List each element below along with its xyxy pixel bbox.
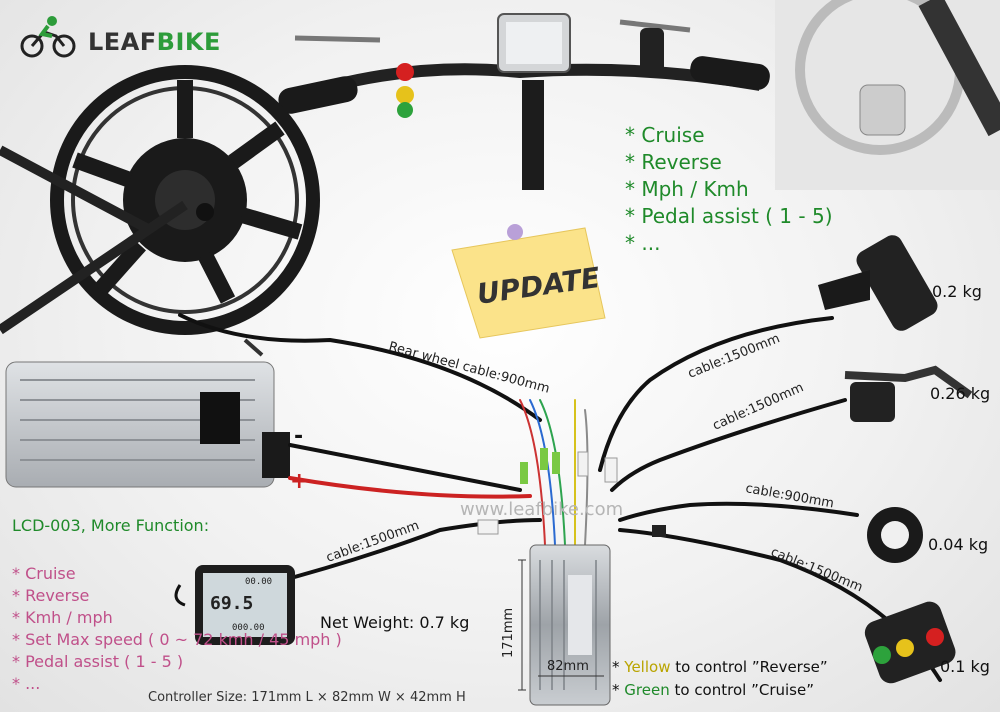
cable-label-rear-wheel: Rear wheel cable:900mm	[387, 339, 551, 396]
feature-item: * Reverse	[625, 150, 722, 174]
note-green-rest: to control ”Cruise”	[669, 681, 814, 699]
feature-item: * Mph / Kmh	[625, 177, 749, 201]
brake-weight: 0.26 kg	[930, 384, 991, 403]
controller-height-label: 171mm	[501, 608, 516, 658]
battery	[5, 338, 290, 488]
note-green-prefix: *	[612, 681, 625, 699]
note-green-word: Green	[624, 681, 670, 699]
note-yellow: * Yellow to control ”Reverse”	[612, 656, 828, 679]
controller-size: Controller Size: 171mm L × 82mm W × 42mm…	[148, 690, 466, 705]
cruise-reverse-switch-photo	[864, 601, 956, 684]
rear-wheel	[0, 65, 320, 335]
lcd-function-item: * Kmh / mph	[12, 608, 113, 627]
lcd-function-item: * Set Max speed ( 0 ~ 72 kmh / 45 mph )	[12, 630, 342, 649]
lcd-function-item: * Pedal assist ( 1 - 5 )	[12, 652, 184, 671]
switch-notes: * Yellow to control ”Reverse” * Green to…	[612, 656, 828, 702]
logo-leaf: LEAF	[88, 28, 157, 56]
lcd-net-weight: Net Weight: 0.7 kg	[320, 613, 470, 632]
connectors	[477, 448, 666, 537]
note-yellow-rest: to control ”Reverse”	[670, 658, 828, 676]
throttle-photo	[818, 235, 938, 331]
lcd-display-photo	[174, 565, 295, 645]
throttle-weight: 0.2 kg	[932, 282, 982, 301]
feature-item: * Cruise	[625, 123, 705, 147]
switch-weight: 0.1 kg	[940, 657, 990, 676]
logo-bike: BIKE	[156, 28, 221, 56]
battery-minus: -	[294, 424, 303, 449]
battery-plus: +	[290, 469, 308, 494]
lcd-function-item: * Cruise	[12, 564, 76, 583]
cyclist-icon	[20, 16, 76, 58]
lcd-screen-bottom: 000.00	[232, 623, 265, 633]
pas-sensor-photo	[867, 507, 923, 563]
feature-item: * ...	[625, 231, 661, 255]
lcd-screen-top: 00.00	[245, 577, 272, 587]
controller-width-label: 82mm	[547, 659, 589, 674]
lcd-function-item: * Reverse	[12, 586, 90, 605]
lcd-title: LCD-003, More Function:	[12, 516, 210, 535]
update-sticky-note: UPDATE	[451, 224, 606, 339]
watermark: www.leafbike.com	[460, 499, 623, 520]
lcd-function-list: * Cruise * Reverse * Kmh / mph * Set Max…	[12, 563, 342, 695]
note-yellow-prefix: *	[612, 658, 625, 676]
lcd-function-item: * ...	[12, 674, 41, 693]
note-yellow-word: Yellow	[624, 658, 671, 676]
handlebar	[278, 13, 770, 190]
leafbike-logo: LEAFBIKE	[18, 14, 221, 64]
feature-item: * Pedal assist ( 1 - 5)	[625, 204, 833, 228]
controller-photo	[518, 544, 611, 706]
note-green: * Green to control ”Cruise”	[612, 679, 828, 702]
cable-label-switch: cable:1500mm	[769, 545, 865, 596]
brake-lever-photo	[844, 365, 973, 422]
front-fork-photo	[775, 0, 1000, 190]
pas-weight: 0.04 kg	[928, 535, 989, 554]
lcd-screen-speed: 69.5	[210, 593, 253, 614]
feature-list: * Cruise * Reverse * Mph / Kmh * Pedal a…	[625, 122, 833, 257]
